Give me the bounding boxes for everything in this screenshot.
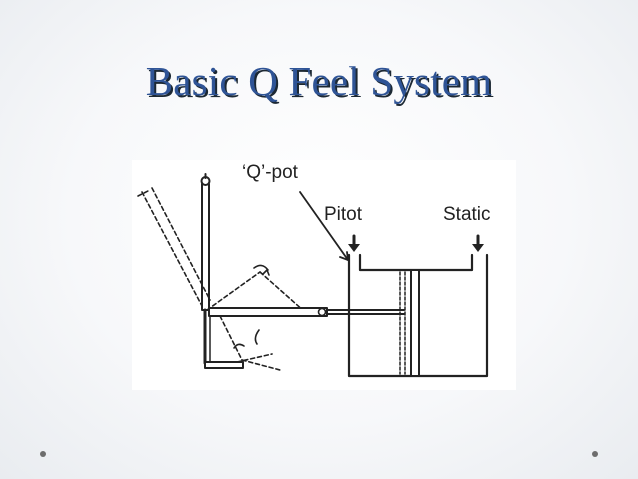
q-pot-piston (399, 269, 420, 377)
static-arrow (472, 234, 484, 252)
column-base (203, 308, 244, 369)
push-rod (208, 307, 405, 317)
pitot-arrow (348, 234, 360, 252)
rotation-arrows (233, 264, 270, 349)
slide-title: Basic Q Feel System (145, 58, 493, 104)
pitot-label: Pitot (324, 204, 363, 225)
right-bullet-dot (592, 451, 598, 457)
q-feel-diagram: ‘Q’-pot Pitot Static (132, 160, 516, 390)
static-label: Static (443, 204, 491, 225)
qpot-leader-arrow (299, 191, 349, 261)
qpot-label: ‘Q’-pot (242, 162, 298, 183)
bellcrank-dashed (206, 271, 306, 371)
diagram-drawing (137, 173, 489, 378)
control-column (200, 173, 211, 311)
left-bullet-dot (40, 451, 46, 457)
displaced-column-dashed (137, 187, 211, 307)
